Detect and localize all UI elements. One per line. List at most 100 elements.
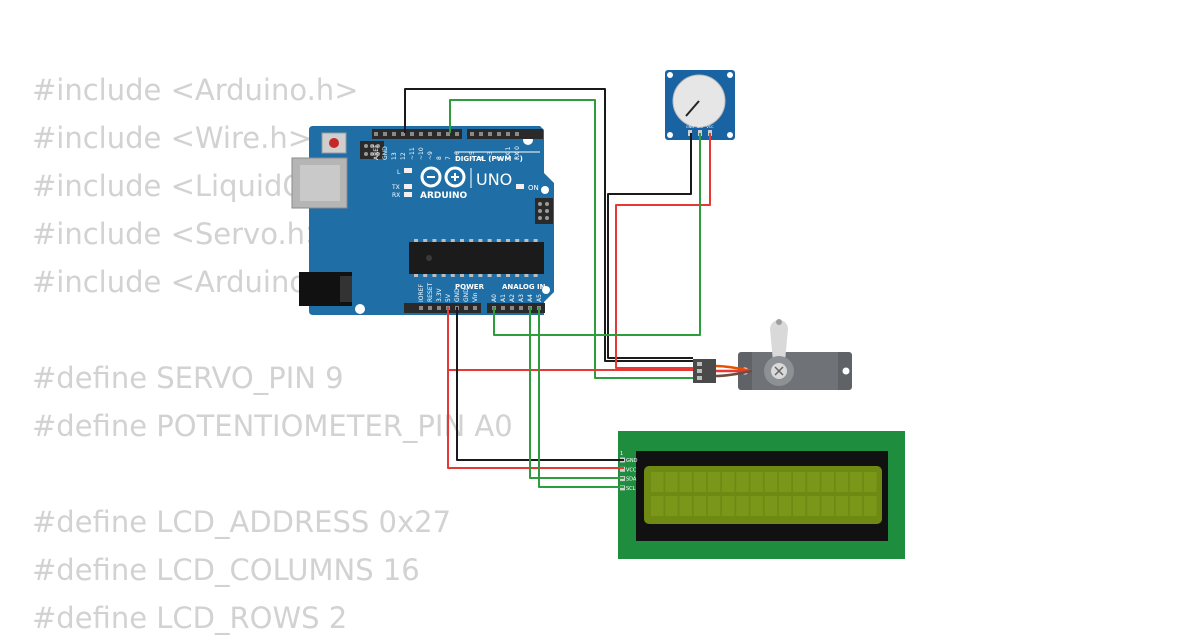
servo-cable-ground <box>715 369 753 378</box>
digital-pin[interactable] <box>455 132 459 136</box>
analog-pin[interactable] <box>510 306 514 310</box>
digital-pin[interactable] <box>383 132 387 136</box>
mounting-hole <box>541 186 549 194</box>
digital-pin-label: 4 <box>478 156 485 160</box>
digital-pin-label: 12 <box>400 152 407 160</box>
digital-pin[interactable] <box>488 132 492 136</box>
digital-pin[interactable] <box>374 132 378 136</box>
analog-pin-label: A1 <box>500 294 507 302</box>
digital-pin-header[interactable] <box>372 129 543 139</box>
wire-pot-sig-to-a0 <box>493 133 701 336</box>
lcd-pin-label: SDA <box>626 477 637 483</box>
lcd-character-cells <box>651 472 877 516</box>
digital-pin-label: ~10 <box>418 147 425 160</box>
power-pin-label: RESET <box>427 282 434 302</box>
digital-pin[interactable] <box>437 132 441 136</box>
code-line: #include <Servo.h> <box>32 217 330 251</box>
servo-connector <box>693 359 716 383</box>
power-pin-label: 5V <box>445 293 452 302</box>
lcd-pin[interactable] <box>620 466 625 472</box>
led-l-label: L <box>397 169 401 176</box>
power-pin[interactable] <box>419 306 423 310</box>
chip-notch <box>426 255 432 261</box>
analog-pin-label: A0 <box>491 294 498 302</box>
code-line: #define SERVO_PIN 9 <box>32 361 344 395</box>
power-pin-label: IOREF <box>418 284 425 302</box>
digital-pin[interactable] <box>470 132 474 136</box>
digital-pin[interactable] <box>515 132 519 136</box>
mounting-hole <box>542 286 550 294</box>
digital-pin[interactable] <box>428 132 432 136</box>
digital-pin-label: RX 0 <box>514 146 521 160</box>
code-line: #include <Arduino.h> <box>32 73 359 107</box>
digital-pin[interactable] <box>497 132 501 136</box>
digital-pin[interactable] <box>401 132 405 136</box>
led-rx-label: RX <box>392 192 400 199</box>
digital-pin[interactable] <box>446 132 450 136</box>
wire-arduino-gnd-to-servo <box>404 88 693 362</box>
digital-pin-label: AREF <box>373 144 380 160</box>
power-pin[interactable] <box>428 306 432 310</box>
digital-pin-label: TX 1 <box>505 146 512 161</box>
code-line: #include <Wire.h> <box>32 121 313 155</box>
wire-gnd-to-lcd <box>456 307 624 461</box>
lcd-pin1-label: 1 <box>620 451 623 457</box>
analog-pin-header[interactable] <box>487 303 545 313</box>
digital-pin[interactable] <box>392 132 396 136</box>
servo-mount-hole <box>842 367 850 375</box>
led-tx-label: TX <box>391 184 400 191</box>
digital-pin[interactable] <box>506 132 510 136</box>
analog-pin[interactable] <box>519 306 523 310</box>
wires <box>404 88 711 488</box>
mounting-hole <box>355 304 365 314</box>
power-pin[interactable] <box>437 306 441 310</box>
lcd-pin-label: SCL <box>626 486 636 492</box>
reset-button-cap <box>329 138 339 148</box>
led-on <box>516 184 524 189</box>
digital-pin-label: 7 <box>445 156 452 160</box>
digital-pin-label: ~6 <box>454 151 461 160</box>
digital-pin[interactable] <box>410 132 414 136</box>
code-line: #define LCD_ROWS 2 <box>32 601 348 635</box>
power-pin-label: GND <box>454 288 461 302</box>
power-pin-label: GND <box>463 288 470 302</box>
servo-motor[interactable] <box>693 319 852 390</box>
icsp-header-right <box>535 198 553 224</box>
digital-pin[interactable] <box>479 132 483 136</box>
led-rx <box>404 192 412 197</box>
analog-pin[interactable] <box>501 306 505 310</box>
board-brand-label: ARDUINO <box>420 191 468 201</box>
power-pin[interactable] <box>464 306 468 310</box>
digital-pin-label: ~9 <box>427 151 434 160</box>
dc-power-jack-tip <box>340 276 352 302</box>
icsp-header-top <box>360 141 384 159</box>
potentiometer-pin-label: VCC <box>706 125 714 129</box>
digital-pin-label: 2 <box>496 156 503 160</box>
power-pin[interactable] <box>473 306 477 310</box>
power-pin-header[interactable] <box>404 303 481 313</box>
code-line: #define LCD_COLUMNS 16 <box>32 553 420 587</box>
analog-pin-label: A2 <box>509 294 516 302</box>
digital-pin-label: ~11 <box>409 147 416 160</box>
potentiometer-pin-label: GND <box>686 125 694 129</box>
wire-pot-vcc <box>615 133 711 369</box>
usb-connector-inner <box>300 165 340 201</box>
digital-pin[interactable] <box>419 132 423 136</box>
wire-a5-to-lcd-scl <box>538 307 624 488</box>
digital-pin-label: GND <box>382 146 389 160</box>
led-l <box>404 168 412 173</box>
led-on-label: ON <box>528 184 539 192</box>
lcd-pin-label: VCC <box>626 467 637 473</box>
potentiometer-indicator <box>685 100 700 117</box>
arduino-logo <box>420 166 466 188</box>
wire-5v-to-lcd <box>447 370 624 469</box>
digital-header-label: DIGITAL (PWM ~) <box>455 155 523 163</box>
analog-pin-label: A5 <box>536 294 543 302</box>
digital-pin-label: ~5 <box>469 151 476 160</box>
